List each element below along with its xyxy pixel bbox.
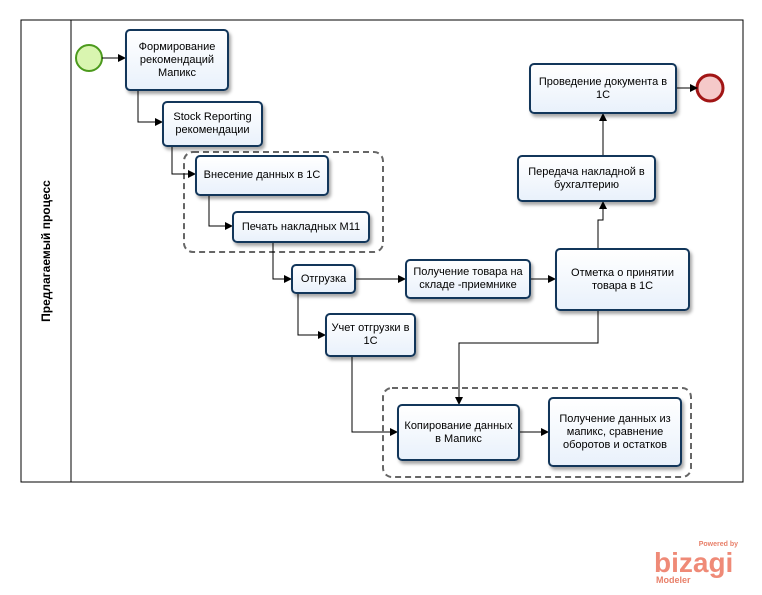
flow-t8-to-t11 (455, 311, 599, 405)
pool-frame (20, 19, 744, 483)
task-pass-to-accounting[interactable]: Передача накладной в бухгалтерию (517, 155, 656, 202)
flow-t5-to-t6 (297, 294, 326, 339)
task-enter-data-1c[interactable]: Внесение данных в 1С (195, 155, 329, 196)
task-compare-data[interactable]: Получение данных из мапикс, сравнение об… (548, 397, 682, 467)
task-stock-reporting[interactable]: Stock Reporting рекомендации (162, 101, 263, 147)
task-shipment[interactable]: Отгрузка (291, 264, 356, 294)
task-forming-recommendations[interactable]: Формирование рекомендаций Мапикс (125, 29, 229, 91)
group-mapiks-copy (382, 387, 692, 478)
flow-t8-to-t9 (597, 201, 607, 248)
task-copy-to-mapiks[interactable]: Копирование данных в Мапикс (397, 404, 520, 461)
task-print-waybills[interactable]: Печать накладных М11 (232, 211, 370, 243)
task-receive-goods[interactable]: Получение товара на складе -приемнике (405, 259, 531, 299)
flow-t1-to-t2 (137, 91, 163, 126)
end-event (695, 73, 725, 103)
start-event (75, 44, 103, 72)
lane-label-text: Предлагаемый процесс (39, 180, 53, 322)
task-post-document[interactable]: Проведение документа в 1С (529, 63, 677, 114)
bizagi-logo: Powered by bizagi Modeler (654, 541, 746, 587)
flow-t2-to-t3 (171, 147, 196, 178)
flow-t6-to-t11 (351, 357, 398, 436)
task-mark-received[interactable]: Отметка о принятии товара в 1С (555, 248, 690, 311)
group-1c-entry (183, 151, 384, 253)
logo-product: Modeler (656, 575, 691, 585)
logo-brand: bizagi (654, 547, 734, 578)
flow-t3-to-t4 (208, 196, 233, 230)
flow-t4-to-t5 (272, 243, 292, 283)
lane-label: Предлагаемый процесс (21, 20, 71, 482)
task-shipment-accounting[interactable]: Учет отгрузки в 1С (325, 313, 416, 357)
logo-powered-by: Powered by (698, 541, 738, 548)
